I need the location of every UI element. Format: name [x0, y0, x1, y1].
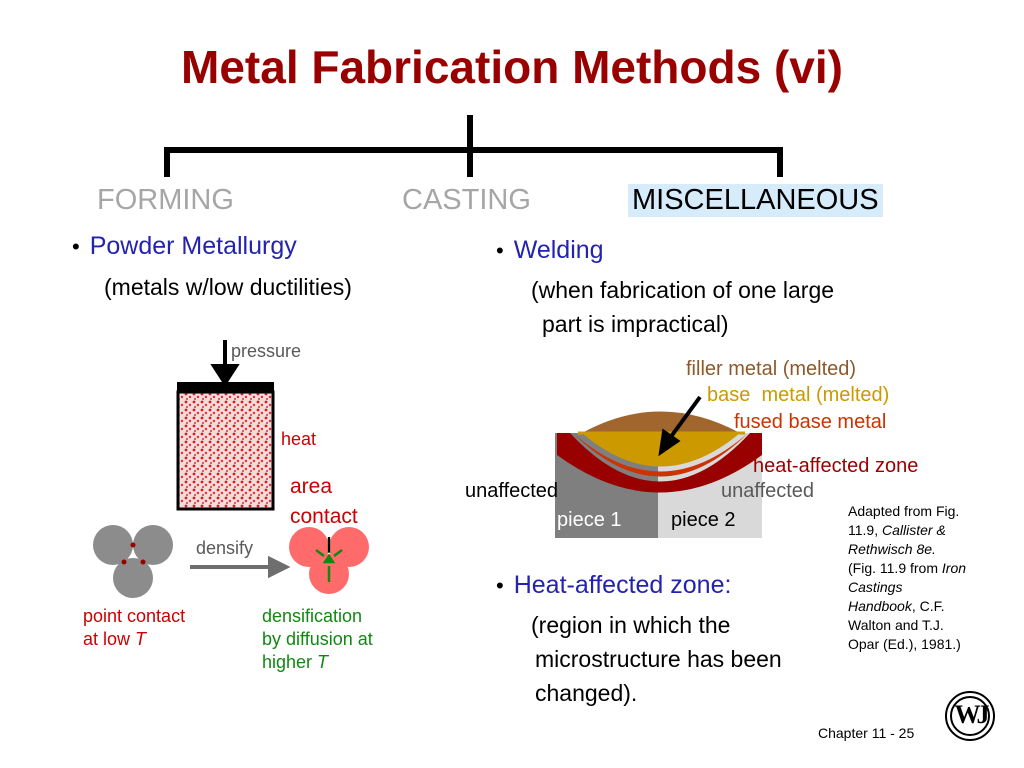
reference-line3: Rethwisch 8e.: [848, 541, 936, 557]
bullet-powder-metallurgy: • Powder Metallurgy: [72, 232, 297, 261]
label-base-metal: base metal (melted): [707, 384, 890, 406]
press-arrow: [210, 340, 240, 387]
powder-die: [176, 390, 275, 511]
press-plate: [177, 382, 274, 392]
label-area-contact-line2: contact: [290, 505, 358, 528]
welding-note: (when fabrication of one large part is i…: [531, 273, 834, 341]
particles-point-contact: [93, 525, 173, 598]
label-heat: heat: [281, 429, 317, 449]
category-forming: FORMING: [97, 184, 234, 216]
label-point-contact-line2: at low T: [83, 628, 185, 651]
label-point-contact-T: T: [135, 629, 147, 649]
powder-note: (metals w/low ductilities): [104, 274, 352, 300]
label-point-contact: point contact at low T: [83, 605, 185, 651]
category-casting: CASTING: [402, 184, 531, 216]
label-densification-text: higher: [262, 652, 318, 672]
bullet-dot: •: [72, 234, 80, 259]
label-area-contact-line1: area: [290, 475, 333, 498]
label-densification-line1: densification: [262, 606, 363, 626]
label-densify: densify: [196, 538, 254, 558]
haz-note: (region in which the microstructure has …: [531, 608, 782, 710]
category-tree-lines: [164, 115, 783, 177]
reference-line6-text: , C.F.: [911, 598, 945, 614]
reference-line8: Opar (Ed.), 1981.): [848, 636, 961, 652]
label-densification-line2: by diffusion at: [262, 629, 373, 649]
page-title: Metal Fabrication Methods (vi): [181, 41, 843, 93]
category-miscellaneous: MISCELLANEOUS: [628, 184, 883, 217]
label-point-contact-line1: point contact: [83, 606, 186, 626]
reference-line6-italic: Handbook: [848, 598, 912, 614]
bullet-welding: • Welding: [496, 236, 604, 265]
weld-diagram: [555, 395, 762, 538]
label-densification: densification by diffusion at higher T: [262, 605, 373, 674]
publisher-logo-letters: WJ: [954, 700, 990, 729]
densify-arrow: [190, 555, 291, 579]
label-unaffected-right: unaffected: [721, 480, 815, 502]
bullet-dot: •: [496, 573, 504, 598]
haz-note-line1: (region in which the: [531, 612, 731, 638]
bullet-text: Welding: [513, 236, 604, 264]
bullet-text: Powder Metallurgy: [89, 232, 297, 260]
bullet-heat-affected-zone: • Heat-affected zone:: [496, 571, 731, 600]
reference-line4: (Fig. 11.9 from Iron: [848, 559, 1008, 578]
reference-line6: Handbook, C.F.: [848, 597, 1008, 616]
reference-line2-italic: Callister &: [882, 522, 946, 538]
bullet-text: Heat-affected zone:: [513, 571, 732, 599]
label-point-contact-text: at low: [83, 629, 136, 649]
label-piece-1: piece 1: [557, 509, 622, 531]
figure-reference: Adapted from Fig. 11.9, Callister & Reth…: [848, 502, 1008, 654]
welding-note-line2: part is impractical): [542, 311, 729, 337]
label-densification-T: T: [317, 652, 329, 672]
label-filler-metal: filler metal (melted): [686, 358, 857, 380]
welding-note-line1: (when fabrication of one large: [531, 277, 835, 303]
label-densification-line3: higher T: [262, 651, 373, 674]
bullet-dot: •: [496, 238, 504, 263]
chapter-page-number: Chapter 11 - 25: [818, 725, 915, 741]
label-unaffected-left: unaffected: [465, 480, 559, 502]
reference-line4-text: (Fig. 11.9 from: [848, 560, 942, 576]
reference-line2-text: 11.9,: [848, 522, 882, 538]
label-fused-base-metal: fused base metal: [734, 411, 887, 433]
reference-line2: 11.9, Callister &: [848, 521, 1008, 540]
particles-densified: [289, 527, 369, 594]
label-pressure: pressure: [231, 341, 302, 361]
label-heat-affected-zone: heat-affected zone: [753, 455, 919, 477]
reference-line7: Walton and T.J.: [848, 617, 944, 633]
publisher-logo: [945, 691, 995, 741]
label-area-contact: area contact: [290, 472, 358, 532]
haz-note-line2: microstructure has been: [535, 646, 782, 672]
haz-note-line3: changed).: [535, 680, 638, 706]
reference-line4-italic: Iron: [941, 560, 967, 576]
reference-line5: Castings: [848, 579, 903, 595]
reference-line1: Adapted from Fig.: [848, 503, 960, 519]
label-piece-2: piece 2: [671, 509, 736, 531]
